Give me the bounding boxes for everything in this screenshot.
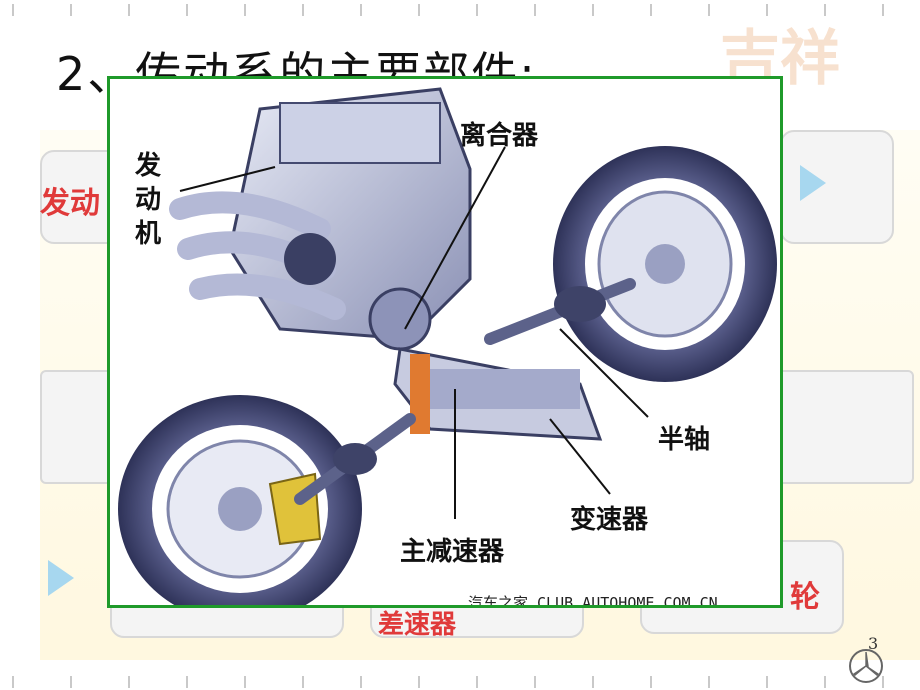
tick-mark <box>592 4 594 16</box>
background-text-diff: 差速器 <box>378 610 457 640</box>
bottom-tick-marks <box>0 676 920 690</box>
tick-mark <box>418 4 420 16</box>
tick-mark <box>476 676 478 688</box>
background-arrow-right <box>800 165 826 201</box>
tick-mark <box>186 676 188 688</box>
tick-mark <box>360 676 362 688</box>
tick-mark <box>70 676 72 688</box>
engine-block <box>169 87 472 351</box>
leader-half-shaft <box>559 328 649 418</box>
drivetrain-drawing <box>118 87 777 605</box>
label-gearbox: 变速器 <box>570 505 649 535</box>
background-arrow-left <box>48 560 74 596</box>
background-text-engine: 发动 <box>40 186 100 221</box>
tick-mark <box>708 4 710 16</box>
tick-mark <box>12 676 14 688</box>
left-wheel <box>118 395 362 605</box>
tick-mark <box>70 4 72 16</box>
tick-mark <box>244 4 246 16</box>
tick-mark <box>882 4 884 16</box>
background-text-wheel: 轮 <box>790 580 820 615</box>
tick-mark <box>186 4 188 16</box>
image-credit: 汽车之家 CLUB.AUTOHOME.COM.CN <box>468 594 718 608</box>
top-tick-marks <box>0 4 920 18</box>
right-wheel <box>553 146 777 382</box>
leader-engine <box>179 166 276 192</box>
background-box-car <box>760 370 914 484</box>
tick-mark <box>766 4 768 16</box>
tick-mark <box>128 4 130 16</box>
tick-mark <box>360 4 362 16</box>
tick-mark <box>534 4 536 16</box>
tick-mark <box>302 4 304 16</box>
tick-mark <box>824 676 826 688</box>
gearbox <box>393 347 603 441</box>
tick-mark <box>708 676 710 688</box>
leader-lines <box>179 146 649 519</box>
tick-mark <box>476 4 478 16</box>
three-pointed-star-logo-icon <box>849 649 883 683</box>
tick-mark <box>882 676 884 688</box>
tick-mark <box>592 676 594 688</box>
drivetrain-illustration: 发动机 离合器 半轴 变速器 主减速器 汽车之家 CLUB.AUTOHOME.C… <box>107 76 783 608</box>
tick-mark <box>534 676 536 688</box>
tick-mark <box>824 4 826 16</box>
half-shaft-right <box>484 278 636 345</box>
half-shaft-left <box>294 413 416 505</box>
label-engine: 发动机 <box>134 151 161 249</box>
tick-mark <box>418 676 420 688</box>
tick-mark <box>244 676 246 688</box>
tick-mark <box>128 676 130 688</box>
label-half-shaft: 半轴 <box>658 425 711 455</box>
label-final-drive: 主减速器 <box>400 537 505 567</box>
leader-gearbox <box>549 418 611 495</box>
leader-clutch <box>404 146 506 330</box>
tick-mark <box>302 676 304 688</box>
tick-mark <box>650 4 652 16</box>
label-clutch: 离合器 <box>460 121 539 151</box>
page-number: 3 <box>868 634 879 653</box>
background-box-right <box>780 130 894 244</box>
tick-mark <box>650 676 652 688</box>
tick-mark <box>12 4 14 16</box>
tick-mark <box>766 676 768 688</box>
